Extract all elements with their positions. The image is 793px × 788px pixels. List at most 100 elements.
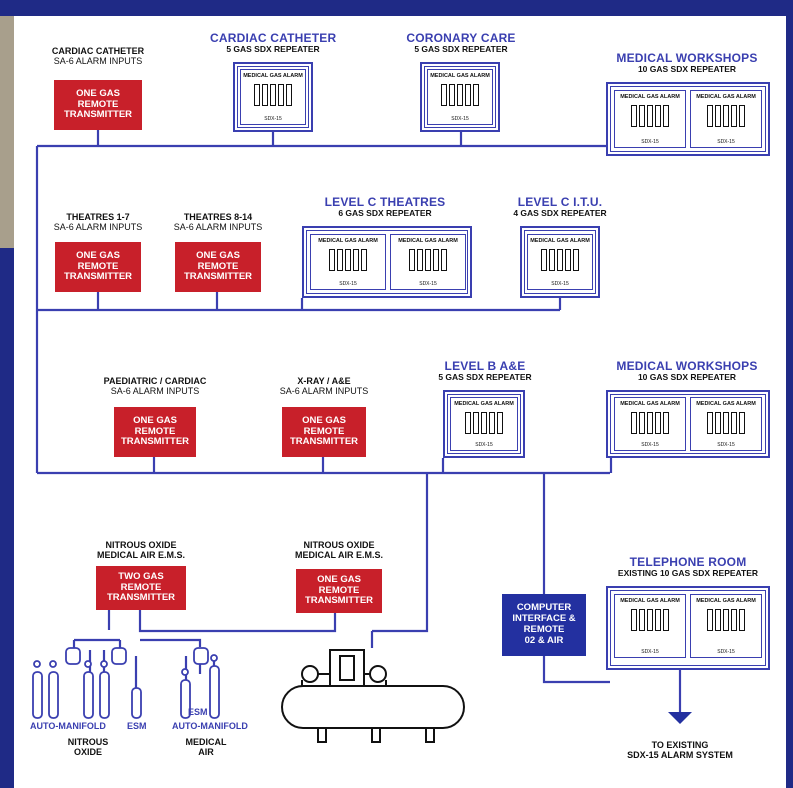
air-line-1: MEDICAL: [185, 737, 227, 747]
cylinder-head: [49, 660, 57, 668]
tx-line: ONE GAS: [76, 87, 120, 99]
unit-label: MEDICAL GAS ALARM: [620, 401, 680, 407]
arrow-down: [668, 712, 692, 724]
tx-theatres814-inputs: SA-6 ALARM INPUTS: [173, 222, 263, 233]
unit-label: MEDICAL GAS ALARM: [398, 238, 458, 244]
alarm-unit: MEDICAL GAS ALARM SDX-15: [614, 90, 686, 148]
photo-strip: [0, 16, 14, 248]
cylinder-head: [100, 660, 108, 668]
tx-theatres17-title: THEATRES 1-7: [66, 212, 130, 222]
tx-line: TRANSMITTER: [63, 271, 133, 283]
unit-label: MEDICAL GAS ALARM: [454, 401, 514, 407]
unit-cells: [707, 105, 745, 127]
tx-theatres17-inputs: SA-6 ALARM INPUTS: [53, 222, 143, 233]
valve: [111, 647, 127, 665]
tx-cardiac-inputs: SA-6 ALARM INPUTS: [53, 56, 143, 67]
rep-coronary-heading: CORONARY CARE 5 GAS SDX REPEATER: [400, 31, 522, 55]
cylinder-head: [210, 654, 218, 662]
right-frame-bar: [786, 16, 793, 788]
rep-ws1-heading: MEDICAL WORKSHOPS 10 GAS SDX REPEATER: [612, 51, 762, 75]
unit-label: MEDICAL GAS ALARM: [696, 94, 756, 100]
tx-line: TRANSMITTER: [120, 436, 190, 448]
tx-theatres814-heading: THEATRES 8-14 SA-6 ALARM INPUTS: [168, 212, 268, 232]
rep-cardiac-sub: 5 GAS SDX REPEATER: [226, 44, 320, 55]
tx-line: REMOTE: [120, 581, 162, 593]
cylinder: [32, 671, 43, 719]
top-frame-bar: [0, 0, 793, 16]
unit-cells: [631, 609, 669, 631]
unit-cells: [329, 249, 367, 271]
unit-model: SDX-15: [339, 281, 357, 287]
rep-ws2-sub: 10 GAS SDX REPEATER: [637, 372, 737, 383]
ci-line: REMOTE: [523, 624, 565, 635]
tx-line: ONE GAS: [317, 573, 361, 585]
cylinder-head: [84, 660, 92, 668]
tx-nitrous2-sub: MEDICAL AIR E.M.S.: [294, 550, 383, 561]
alarm-unit: MEDICAL GAS ALARM SDX-15: [450, 397, 518, 451]
unit-label: MEDICAL GAS ALARM: [620, 598, 680, 604]
alarm-unit: MEDICAL GAS ALARM SDX-15: [427, 69, 493, 125]
rep-levelc-title: LEVEL C THEATRES: [324, 195, 446, 209]
rep-cardiac-heading: CARDIAC CATHETER 5 GAS SDX REPEATER: [210, 31, 337, 55]
cylinder: [209, 665, 220, 719]
unit-label: MEDICAL GAS ALARM: [530, 238, 590, 244]
unit-model: SDX-15: [641, 649, 659, 655]
compressor-tank: [281, 685, 465, 729]
cylinder-head: [33, 660, 41, 668]
cylinder: [131, 687, 142, 719]
repeater-workshops-1: MEDICAL GAS ALARM SDX-15 MEDICAL GAS ALA…: [606, 82, 770, 156]
ci-line: INTERFACE &: [512, 613, 576, 625]
tx-nitrous1-heading: NITROUS OXIDE MEDICAL AIR E.M.S.: [92, 540, 190, 560]
tx-line: ONE GAS: [133, 414, 177, 426]
tx-line: TWO GAS: [118, 570, 164, 582]
tx-line: ONE GAS: [196, 249, 240, 261]
cylinder: [48, 671, 59, 719]
unit-model: SDX-15: [717, 442, 735, 448]
tx-line: TRANSMITTER: [63, 109, 133, 121]
rep-tel-sub: EXISTING 10 GAS SDX REPEATER: [617, 568, 759, 579]
unit-label: MEDICAL GAS ALARM: [696, 401, 756, 407]
transmitter-xray: ONE GAS REMOTE TRANSMITTER: [282, 407, 366, 457]
unit-cells: [631, 105, 669, 127]
alarm-unit: MEDICAL GAS ALARM SDX-15: [690, 594, 762, 658]
unit-model: SDX-15: [419, 281, 437, 287]
rep-coronary-sub: 5 GAS SDX REPEATER: [414, 44, 508, 55]
transmitter-nitrous-two-gas: TWO GAS REMOTE TRANSMITTER: [96, 566, 186, 610]
existing-line-1: TO EXISTING: [651, 740, 709, 750]
cylinder: [99, 671, 110, 719]
tx-line: ONE GAS: [302, 414, 346, 426]
repeater-coronary: MEDICAL GAS ALARM SDX-15: [420, 62, 500, 132]
repeater-level-c-theatres: MEDICAL GAS ALARM SDX-15 MEDICAL GAS ALA…: [302, 226, 472, 298]
auto-manifold-2-caption: AUTO-MANIFOLD: [172, 721, 248, 731]
compressor-leg: [425, 727, 435, 743]
unit-cells: [254, 84, 292, 106]
tx-line: ONE GAS: [76, 249, 120, 261]
unit-label: MEDICAL GAS ALARM: [430, 73, 490, 79]
ci-line: 02 & AIR: [524, 634, 564, 646]
esm-1-caption: ESM: [127, 721, 147, 731]
rep-levelc-sub: 6 GAS SDX REPEATER: [338, 208, 432, 219]
compressor-leg: [317, 727, 327, 743]
tx-xray-inputs: SA-6 ALARM INPUTS: [279, 386, 369, 397]
transmitter-cardiac: ONE GAS REMOTE TRANSMITTER: [54, 80, 142, 130]
esm-2-caption: ESM: [188, 707, 208, 717]
transmitter-paediatric: ONE GAS REMOTE TRANSMITTER: [114, 407, 196, 457]
unit-model: SDX-15: [641, 139, 659, 145]
cylinder: [180, 679, 191, 719]
tx-paediatric-inputs: SA-6 ALARM INPUTS: [110, 386, 200, 397]
alarm-unit: MEDICAL GAS ALARM SDX-15: [690, 90, 762, 148]
compressor-gauge: [369, 665, 387, 683]
gas-cylinders: [32, 647, 220, 719]
unit-cells: [465, 412, 503, 434]
tx-line: REMOTE: [77, 260, 119, 272]
unit-model: SDX-15: [451, 116, 469, 122]
unit-cells: [707, 609, 745, 631]
tx-line: REMOTE: [77, 98, 119, 110]
nitrous-line-1: NITROUS: [67, 737, 109, 747]
rep-cardiac-title: CARDIAC CATHETER: [210, 31, 337, 45]
rep-itu-title: LEVEL C I.T.U.: [517, 195, 603, 209]
unit-model: SDX-15: [717, 139, 735, 145]
rep-levelc-heading: LEVEL C THEATRES 6 GAS SDX REPEATER: [310, 195, 460, 219]
tx-paediatric-title: PAEDIATRIC / CARDIAC: [103, 376, 207, 386]
